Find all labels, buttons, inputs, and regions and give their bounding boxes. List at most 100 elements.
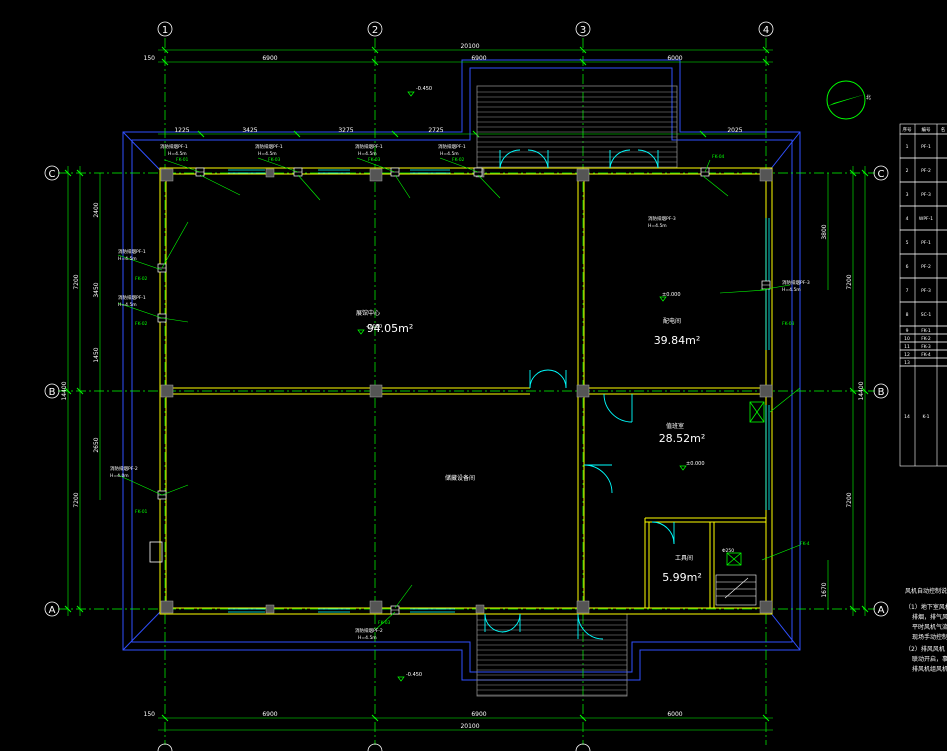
legend-row-number: 7 — [906, 288, 909, 294]
legend-row-code: FK-4 — [921, 352, 931, 358]
tag-fk-right2: FK-03 — [782, 321, 795, 327]
dim-bottom-total: 20100 — [460, 723, 479, 730]
dim-right-fixture: 3800 — [821, 224, 828, 239]
grid-lines — [58, 38, 875, 745]
room-area-lower-right: 28.52m² — [659, 432, 706, 445]
dim-left-seg-2: 7200 — [73, 492, 80, 507]
dim-fixture-right: 2025 — [727, 127, 742, 134]
grid-label: 1 — [162, 25, 168, 36]
tag-h-left2: H=4.5m — [118, 302, 137, 308]
tag-h-left1: H=4.5m — [118, 256, 137, 262]
dim-right-total: 14400 — [858, 381, 865, 400]
vertical-dimension-labels: 14400 7200 7200 2400 3450 1450 2650 1440… — [61, 202, 865, 597]
legend-row-code: PF-2 — [921, 168, 931, 174]
tag-fk-top3: FK-03 — [368, 157, 381, 163]
dim-left-fix-1: 2400 — [93, 202, 100, 217]
grid-label: 4 — [763, 25, 769, 36]
grid-bubble-row-c-right: C — [873, 165, 889, 181]
grid-label: C — [878, 169, 885, 180]
legend-row-code: WPF-1 — [919, 216, 933, 222]
legend-header-cell: 名 — [941, 126, 946, 133]
tag-h-right: H=4.5m — [648, 223, 667, 229]
stair-top — [476, 85, 678, 169]
dim-right-seg-1: 7200 — [846, 274, 853, 289]
tag-fk-top5: FK-04 — [712, 154, 725, 160]
dim-left-fix-2: 3450 — [93, 282, 100, 297]
tag-pf2-bottom: 消防排烟PF-2 — [355, 627, 383, 634]
dim-fixture-4: 2725 — [428, 127, 443, 134]
dim-right-small: 1670 — [821, 582, 828, 597]
grid-bubble-row-a-right: A — [873, 601, 889, 617]
dim-top-offset: 150 — [144, 55, 156, 62]
dim-top-seg-3: 6000 — [667, 55, 682, 62]
tag-h-left3: H=4.0m — [110, 473, 129, 479]
tool-room-stair — [715, 574, 757, 606]
tag-pf2-left: 消防排烟PF-2 — [110, 465, 138, 472]
legend-row-code: SC-1 — [921, 312, 932, 318]
dim-fixture-2: 3425 — [242, 127, 257, 134]
dim-left-fix-3: 1450 — [93, 347, 100, 362]
grid-bubble-col-3: 3 — [575, 21, 591, 37]
dim-right-seg-2: 7200 — [846, 492, 853, 507]
tag-pf3-right2: 消防排烟PF-3 — [782, 279, 810, 286]
tag-fk-left2: FK-02 — [135, 321, 148, 327]
dim-top-total: 20100 — [460, 43, 479, 50]
notes-title: 风机自动控制说明 — [905, 587, 947, 595]
grid-bubble-col-2-bottom — [367, 743, 383, 751]
room-name-hall-upper: 展馆中心 — [356, 309, 380, 317]
tag-pf1-top4: 消防排烟PF-1 — [438, 143, 466, 150]
legend-row-code: FK-1 — [921, 328, 931, 334]
tag-fk-top1: FK-01 — [176, 157, 189, 163]
tag-pf1-top1: 消防排烟PF-1 — [160, 143, 188, 150]
north-label: 北 — [866, 94, 871, 101]
legend-row-code: K-1 — [923, 414, 930, 420]
legend-row-code: FK-3 — [921, 344, 931, 350]
legend-row-number: 8 — [906, 312, 909, 318]
elevation-marks: -0.450 -0.450 ±0.000 ±0.000 -0.050 — [357, 86, 705, 682]
room-area-hall-upper: 94.05m² — [367, 322, 414, 335]
tag-fk-left1: FK-02 — [135, 276, 148, 282]
tag-fk-top4: FK-02 — [452, 157, 465, 163]
dim-fixture-1: 1225 — [174, 127, 189, 134]
legend-row-number: 12 — [904, 352, 910, 358]
grid-bubble-col-1-bottom — [157, 743, 173, 751]
grid-bubble-row-b-right: B — [873, 383, 889, 399]
legend-row-number: 6 — [906, 264, 909, 270]
room-labels: 展馆中心 94.05m² 储藏设备间 配电间 39.84m² 值班室 28.52… — [356, 309, 705, 584]
legend-row-number: 2 — [906, 168, 909, 174]
dimension-labels: 20100 6900 6900 6000 150 1225 3425 3275 … — [144, 43, 743, 730]
tag-pf1-left2: 消防排烟PF-1 — [118, 294, 146, 301]
legend-row-number: 3 — [906, 192, 909, 198]
tag-fk-left3: FK-01 — [135, 509, 148, 515]
legend-row-number: 10 — [904, 336, 910, 342]
grid-label: A — [49, 605, 56, 616]
notes-line-7: 排风机组风机 — [912, 665, 947, 673]
elev-top: -0.450 — [416, 86, 432, 92]
grid-label: B — [49, 387, 56, 398]
dim-left-fix-4: 2650 — [93, 437, 100, 452]
legend-row-number: 11 — [904, 344, 910, 350]
tag-h-top1: H=4.5m — [168, 151, 187, 157]
legend-row-number: 5 — [906, 240, 909, 246]
north-arrow: 北 — [826, 80, 871, 120]
legend-row-code: PF-3 — [921, 288, 931, 294]
grid-label: 2 — [372, 25, 378, 36]
grid-label: B — [878, 387, 885, 398]
notes-line-2: 排烟，排气风机 — [912, 613, 947, 621]
grid-bubbles: 1 2 3 4 C B A C B A — [44, 21, 889, 751]
legend-row-number: 14 — [904, 414, 910, 420]
legend-row-code: PF-3 — [921, 192, 931, 198]
legend-row-number: 1 — [906, 144, 909, 150]
grid-label: A — [878, 605, 885, 616]
room-name-hall-lower: 储藏设备间 — [445, 474, 475, 482]
legend-row-code: PF-1 — [921, 240, 931, 246]
room-area-upper-right: 39.84m² — [654, 334, 701, 347]
tag-h-top2: H=4.5m — [258, 151, 277, 157]
leader-lines — [117, 157, 801, 631]
notes-line-4: 现场手动控制 — [912, 633, 947, 641]
fixture-tags: 消防排烟PF-1 H=4.5m FK-01 消防排烟PF-1 H=4.5m FK… — [110, 143, 810, 641]
tag-duct-size: Φ250 — [722, 548, 734, 554]
